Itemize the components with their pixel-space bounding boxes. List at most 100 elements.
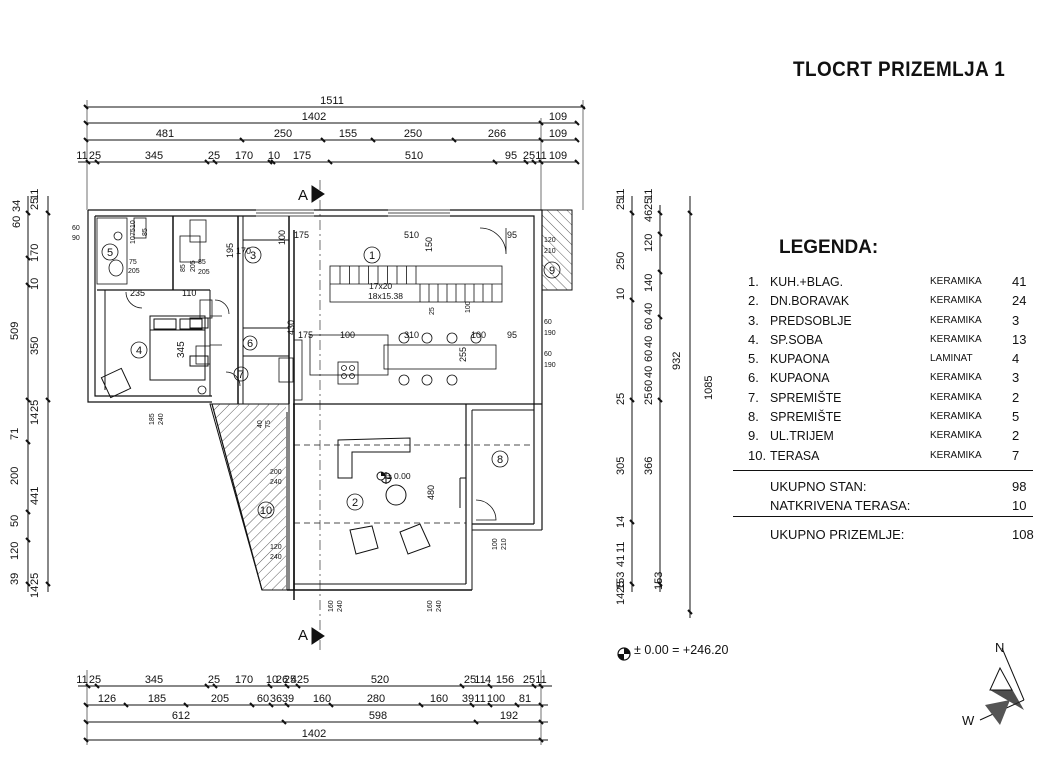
top-dimension-text: 1511 1402 109 481 250 155 250 266 109 11… — [76, 95, 567, 162]
svg-text:46: 46 — [643, 210, 655, 222]
svg-text:10: 10 — [615, 288, 627, 300]
svg-text:160: 160 — [313, 693, 331, 705]
svg-text:60: 60 — [544, 351, 552, 358]
svg-text:345: 345 — [176, 341, 187, 358]
svg-text:1511: 1511 — [320, 95, 344, 107]
svg-text:10: 10 — [130, 236, 137, 244]
svg-text:11: 11 — [76, 150, 87, 162]
svg-text:25: 25 — [208, 150, 220, 162]
svg-text:175: 175 — [294, 230, 309, 240]
svg-text:175: 175 — [298, 330, 313, 340]
svg-text:120: 120 — [643, 234, 655, 252]
svg-text:25: 25 — [89, 150, 101, 162]
svg-text:40: 40 — [643, 366, 655, 378]
svg-text:3: 3 — [250, 250, 256, 262]
svg-text:14: 14 — [29, 586, 41, 598]
svg-text:25: 25 — [284, 674, 296, 686]
grand-total: UKUPNO PRIZEMLJE:108 — [770, 527, 1050, 546]
svg-text:4: 4 — [485, 674, 491, 686]
svg-text:75: 75 — [265, 420, 272, 428]
svg-text:10: 10 — [266, 674, 278, 686]
svg-text:39: 39 — [9, 573, 21, 585]
svg-text:185: 185 — [148, 693, 166, 705]
svg-text:153: 153 — [653, 572, 665, 590]
svg-text:25: 25 — [643, 393, 655, 405]
svg-text:34: 34 — [11, 200, 23, 212]
svg-text:155: 155 — [339, 128, 357, 140]
terrace-edge — [211, 403, 263, 591]
svg-text:11: 11 — [474, 674, 485, 686]
svg-text:81: 81 — [519, 693, 531, 705]
grand-total-row: UKUPNO PRIZEMLJE:108 — [770, 527, 1034, 542]
svg-text:441: 441 — [29, 487, 41, 505]
svg-text:25: 25 — [615, 581, 627, 593]
svg-text:205: 205 — [211, 693, 229, 705]
svg-text:510: 510 — [404, 230, 419, 240]
svg-text:25: 25 — [615, 198, 627, 210]
svg-text:10: 10 — [29, 278, 41, 290]
svg-text:160: 160 — [430, 693, 448, 705]
compass-icon: N W — [962, 640, 1025, 728]
svg-text:310: 310 — [404, 330, 419, 340]
svg-text:120: 120 — [544, 237, 556, 244]
svg-text:255: 255 — [458, 347, 468, 362]
bottom-dimension-text: 11 25 345 25 170 10 26 25 425 520 25 11 … — [76, 674, 546, 740]
top-dimension-lines — [78, 100, 586, 210]
svg-text:50: 50 — [9, 515, 21, 527]
svg-text:17x20: 17x20 — [369, 281, 392, 291]
svg-text:520: 520 — [371, 674, 389, 686]
svg-text:190: 190 — [544, 362, 556, 369]
svg-text:11: 11 — [615, 542, 627, 553]
svg-text:26: 26 — [276, 674, 288, 686]
total-row: NATKRIVENA TERASA:10 — [770, 498, 1027, 513]
svg-text:60: 60 — [643, 350, 655, 362]
floor-plan-drawing: 1511 1402 109 481 250 155 250 266 109 11… — [9, 95, 1025, 745]
bottom-dimension-lines — [78, 670, 552, 745]
svg-text:36: 36 — [270, 693, 282, 705]
svg-text:60: 60 — [257, 693, 269, 705]
svg-text:140: 140 — [643, 274, 655, 292]
svg-text:18x15.38: 18x15.38 — [368, 291, 403, 301]
svg-text:280: 280 — [367, 693, 385, 705]
legend-separator — [733, 470, 1033, 471]
svg-text:240: 240 — [270, 554, 282, 561]
bedroom-furniture — [100, 290, 209, 399]
svg-text:60: 60 — [72, 225, 80, 232]
svg-text:250: 250 — [404, 128, 422, 140]
svg-text:305: 305 — [615, 457, 627, 475]
svg-text:6: 6 — [247, 338, 253, 350]
svg-text:14: 14 — [615, 516, 627, 528]
svg-text:25: 25 — [429, 307, 436, 315]
svg-text:250: 250 — [274, 128, 292, 140]
section-mark-bottom: A — [298, 627, 325, 645]
svg-text:170: 170 — [235, 150, 253, 162]
svg-text:200: 200 — [270, 469, 282, 476]
bathroom-fixtures — [96, 217, 222, 395]
svg-text:240: 240 — [436, 600, 443, 612]
svg-text:9: 9 — [549, 265, 555, 277]
elevation-symbol — [617, 647, 631, 661]
svg-text:60: 60 — [643, 318, 655, 330]
svg-text:40: 40 — [643, 336, 655, 348]
svg-text:1402: 1402 — [302, 111, 326, 123]
svg-text:205: 205 — [128, 268, 140, 275]
svg-text:430: 430 — [286, 320, 296, 335]
svg-text:25: 25 — [523, 674, 535, 686]
svg-text:120: 120 — [9, 542, 21, 560]
svg-text:A: A — [298, 627, 308, 644]
svg-text:240: 240 — [158, 413, 165, 425]
svg-text:160: 160 — [427, 600, 434, 612]
svg-text:41: 41 — [615, 555, 627, 567]
svg-text:11: 11 — [535, 674, 546, 686]
living-furniture — [337, 437, 466, 555]
legend-heading: LEGENDA: — [779, 237, 879, 258]
svg-text:25: 25 — [208, 674, 220, 686]
svg-text:25: 25 — [29, 573, 41, 585]
svg-text:100: 100 — [487, 693, 505, 705]
svg-text:100: 100 — [465, 301, 472, 313]
